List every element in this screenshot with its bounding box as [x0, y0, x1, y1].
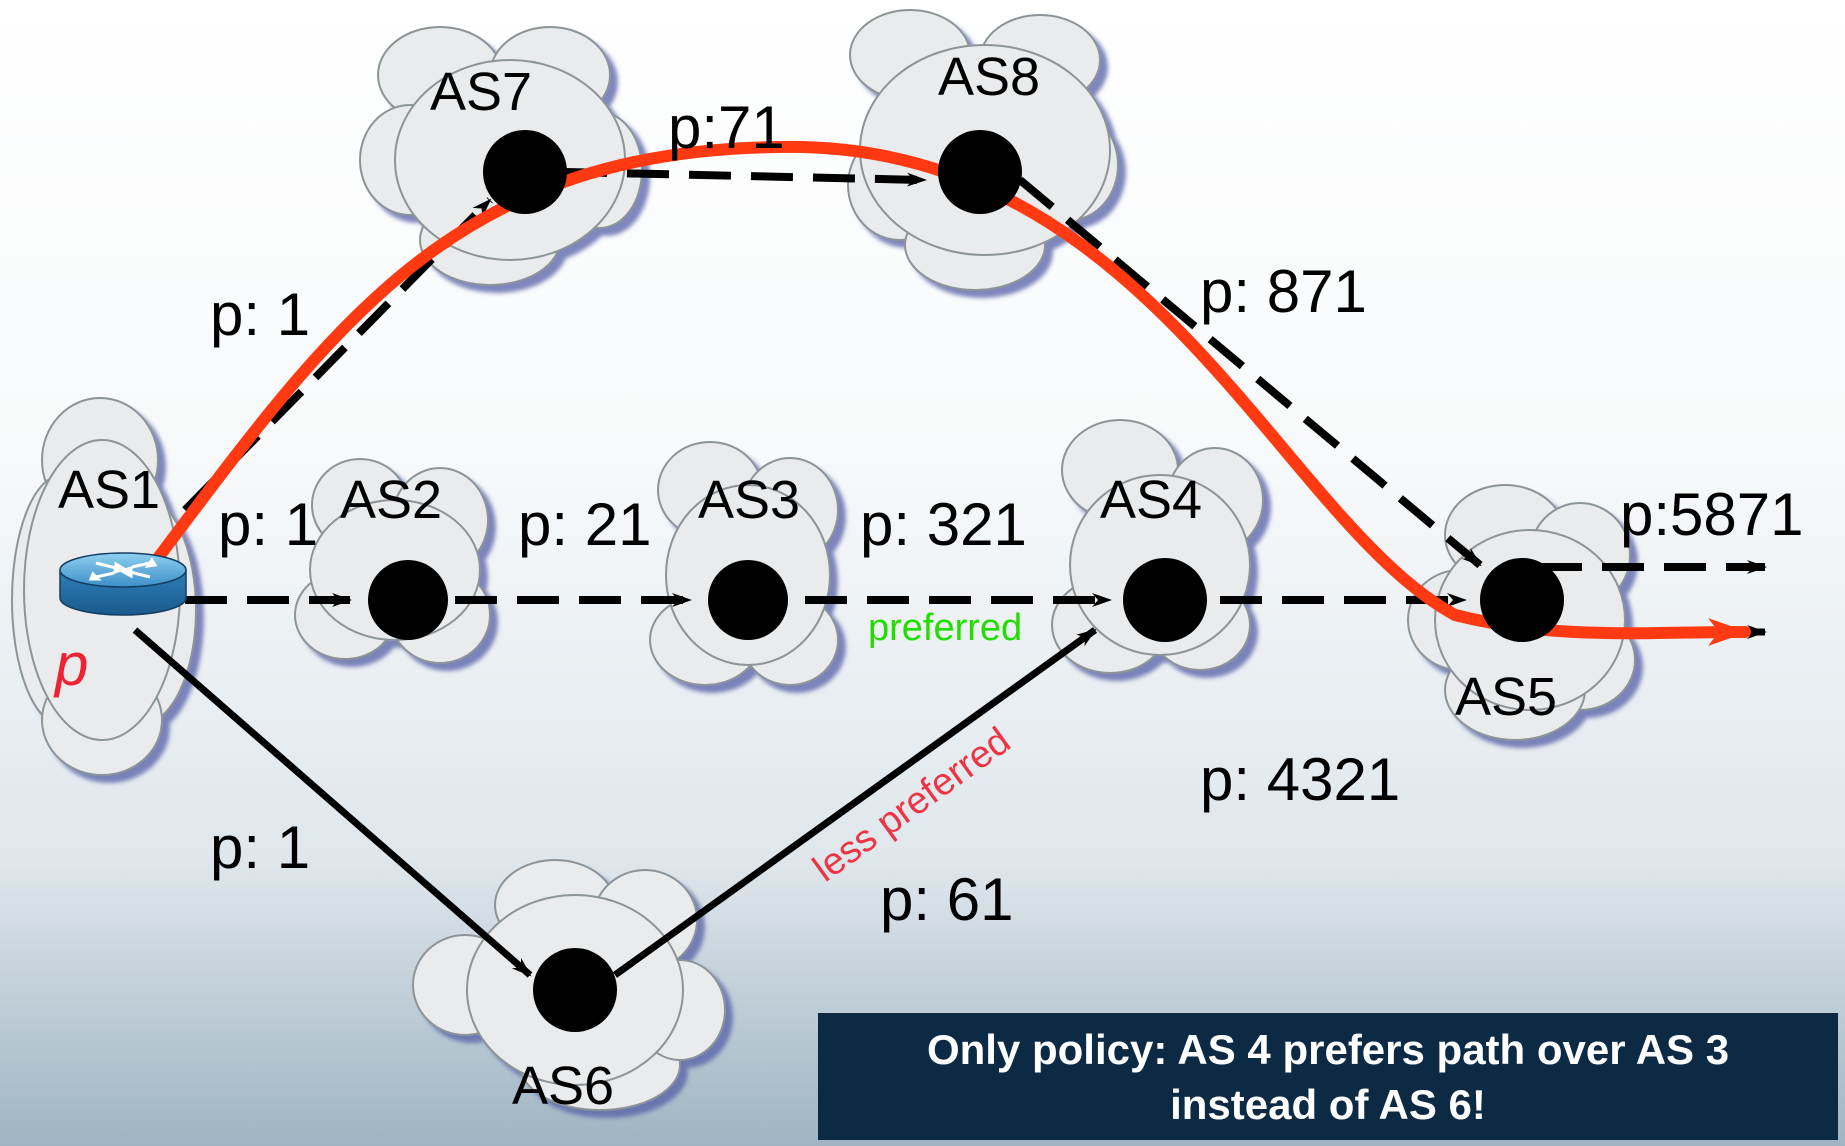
node-as4 — [1123, 558, 1207, 642]
node-as8 — [938, 130, 1022, 214]
node-as6 — [533, 948, 617, 1032]
cloud-as7 — [359, 26, 643, 286]
node-as5 — [1480, 558, 1564, 642]
path-label-as6-as4: p: 61 — [880, 866, 1013, 933]
path-label-as1-as6: p: 1 — [210, 814, 310, 881]
as3-label: AS3 — [698, 470, 800, 530]
policy-note: Only policy: AS 4 prefers path over AS 3… — [818, 1013, 1838, 1140]
path-label-as5-out: p:5871 — [1620, 481, 1804, 548]
as7-label: AS7 — [430, 62, 532, 122]
policy-note-line1: Only policy: AS 4 prefers path over AS 3 — [926, 1025, 1730, 1073]
as8-label: AS8 — [938, 47, 1040, 107]
as6-label: AS6 — [512, 1056, 614, 1116]
as1-label: AS1 — [58, 460, 160, 520]
path-label-as1-as7: p: 1 — [210, 281, 310, 348]
preferred-label: preferred — [868, 607, 1022, 649]
node-as2 — [368, 560, 448, 640]
as2-label: AS2 — [340, 470, 442, 530]
path-label-as3-as4: p: 321 — [860, 491, 1027, 558]
edge-as1-as6 — [132, 627, 533, 978]
prefix-label: p — [53, 631, 88, 698]
less-preferred-label: less preferred — [806, 720, 1019, 891]
node-as7 — [483, 130, 567, 214]
node-as3 — [708, 560, 788, 640]
path-label-as8-as5: p: 871 — [1200, 258, 1367, 325]
path-label-as1-as2: p: 1 — [218, 491, 318, 558]
as5-label: AS5 — [1455, 667, 1557, 727]
edge-as6-as4 — [612, 627, 1098, 978]
path-label-as2-as3: p: 21 — [518, 491, 651, 558]
path-label-as7-as8: p:71 — [668, 94, 785, 161]
edge-as8-as5 — [1017, 176, 1483, 569]
as4-label: AS4 — [1100, 470, 1202, 530]
path-label-as4-as5: p: 4321 — [1200, 746, 1400, 813]
router-icon — [59, 552, 187, 616]
policy-note-line2: instead of AS 6! — [1170, 1080, 1486, 1128]
